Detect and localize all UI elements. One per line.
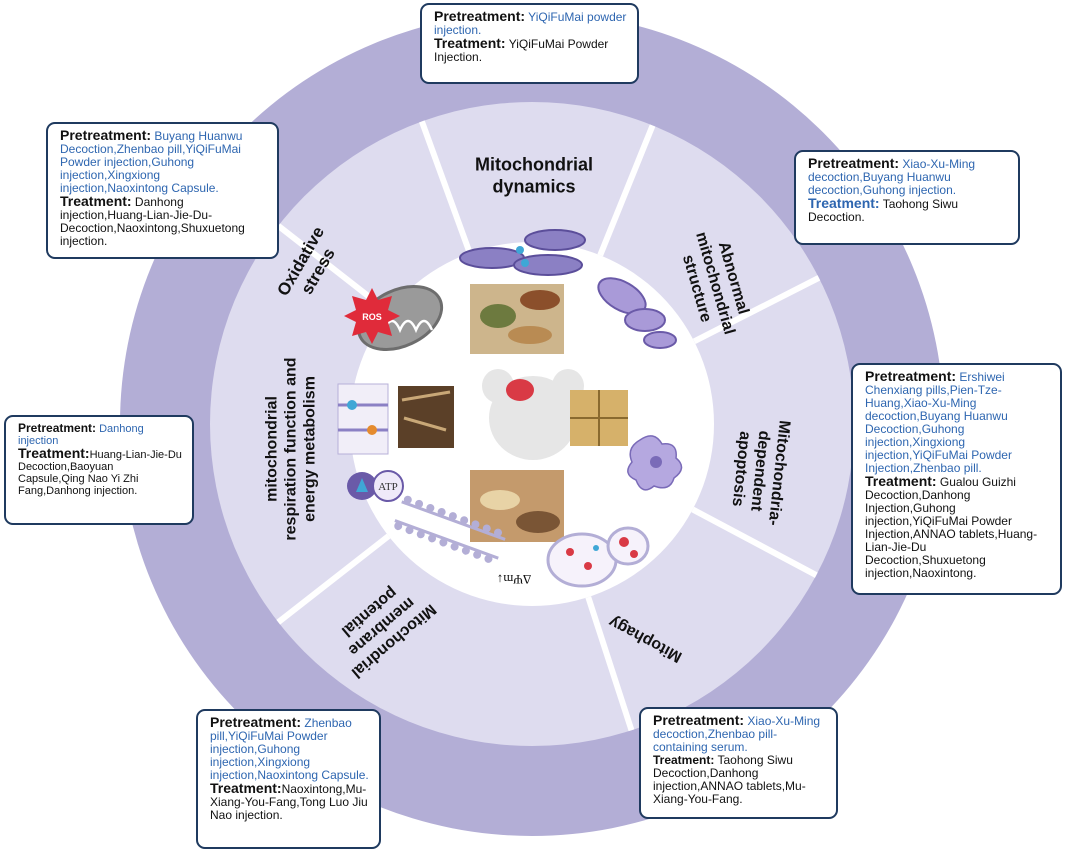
treatment-label: Treatment: bbox=[60, 193, 132, 209]
segment-separator bbox=[597, 124, 656, 257]
pretreatment-text: Xiao-Xu-Ming decoction,Buyang Huanwu dec… bbox=[808, 157, 976, 197]
treatment-label: Treatment: bbox=[210, 780, 282, 796]
mitochondria-network-icon bbox=[459, 229, 586, 276]
treatment-text: Taohong Siwu Decoction. bbox=[808, 197, 959, 224]
box-dynamics-treatments: Pretreatment: YiQiFuMai powder injection… bbox=[420, 3, 639, 84]
segment-label-line: respiration function and bbox=[283, 357, 300, 540]
treatment-text: Huang-Lian-Jie-Du Decoction,Baoyuan Caps… bbox=[18, 449, 182, 497]
pretreatment-label: Pretreatment: bbox=[18, 421, 97, 435]
atp-label: ATP bbox=[378, 481, 398, 493]
mitophagy-icon bbox=[546, 526, 650, 588]
segment-separator bbox=[276, 533, 391, 625]
treatment-text: Naoxintong,Mu-Xiang-You-Fang,Tong Luo Ji… bbox=[210, 782, 368, 822]
treatment-label: Treatment: bbox=[18, 445, 90, 461]
damaged-mitochondria-icon bbox=[597, 277, 677, 349]
treatment-label: Treatment: bbox=[653, 753, 715, 767]
segment-label-line: mitochondrial bbox=[264, 396, 281, 502]
ros-label: ROS bbox=[362, 312, 382, 322]
box-oxidative-stress-treatments: Pretreatment: Buyang Huanwu Decoction,Zh… bbox=[46, 122, 279, 259]
herbs-photo-top bbox=[470, 284, 564, 354]
treatment-text: Taohong Siwu Decoction,Danhong injection… bbox=[653, 753, 806, 806]
membrane-potential-label: ΔΨm↓ bbox=[497, 572, 532, 587]
pretreatment-text: Zhenbao pill,YiQiFuMai Powder injection,… bbox=[210, 716, 369, 782]
treatment-text: Danhong injection,Huang-Lian-Jie-Du-Deco… bbox=[60, 195, 245, 248]
segment-separator bbox=[585, 596, 635, 732]
pretreatment-label: Pretreatment: bbox=[653, 712, 745, 728]
ros-mitochondrion-icon: ROS bbox=[344, 285, 444, 351]
pretreatment-label: Pretreatment: bbox=[60, 127, 152, 143]
segment-label-line: Mitochondrial bbox=[475, 154, 593, 174]
box-membrane-potential-treatments: Pretreatment: Zhenbao pill,YiQiFuMai Pow… bbox=[196, 709, 381, 849]
box-abnormal-structure-treatments: Pretreatment: Xiao-Xu-Ming decoction,Buy… bbox=[794, 150, 1020, 245]
herb-pack-photo bbox=[570, 390, 628, 446]
treatment-text: YiQiFuMai Powder Injection. bbox=[434, 37, 609, 64]
treatment-label: Treatment: bbox=[808, 195, 880, 211]
pretreatment-label: Pretreatment: bbox=[434, 8, 526, 24]
respiration-chain-icon bbox=[337, 383, 389, 455]
treatment-label: Treatment: bbox=[865, 473, 937, 489]
apoptotic-cell-icon bbox=[627, 435, 683, 491]
membrane-bilayer-icon bbox=[394, 495, 506, 563]
pretreatment-label: Pretreatment: bbox=[808, 155, 900, 171]
treatment-label: Treatment: bbox=[434, 35, 506, 51]
segment-separator bbox=[419, 120, 473, 255]
treatment-text: Gualou Guizhi Decoction,Danhong Injectio… bbox=[865, 475, 1038, 580]
pretreatment-text: YiQiFuMai powder injection. bbox=[434, 10, 627, 37]
segment-separator bbox=[691, 506, 818, 578]
pretreatment-text: Xiao-Xu-Ming decoction,Zhenbao pill-cont… bbox=[653, 714, 821, 754]
pretreatment-text: Buyang Huanwu Decoction,Zhenbao pill,YiQ… bbox=[60, 129, 243, 195]
box-apoptosis-treatments: Pretreatment: Ershiwei Chenxiang pills,P… bbox=[851, 363, 1062, 595]
box-respiration-treatments: Pretreatment: Danhong injection Treatmen… bbox=[4, 415, 194, 525]
segment-label-line: energy metabolism bbox=[302, 376, 319, 522]
pretreatment-label: Pretreatment: bbox=[865, 368, 957, 384]
box-mitophagy-treatments: Pretreatment: Xiao-Xu-Ming decoction,Zhe… bbox=[639, 707, 838, 819]
pretreatment-text: Danhong injection bbox=[18, 423, 144, 447]
atp-synthase-icon: ATP bbox=[347, 470, 404, 502]
segment-label-line: dynamics bbox=[492, 176, 575, 196]
herbs-photo-left bbox=[398, 386, 454, 448]
segment-separator bbox=[692, 275, 821, 345]
pretreatment-label: Pretreatment: bbox=[210, 714, 302, 730]
center-illustrations: ROS bbox=[337, 229, 683, 588]
pretreatment-text: Ershiwei Chenxiang pills,Pien-Tze-Huang,… bbox=[865, 370, 1012, 475]
